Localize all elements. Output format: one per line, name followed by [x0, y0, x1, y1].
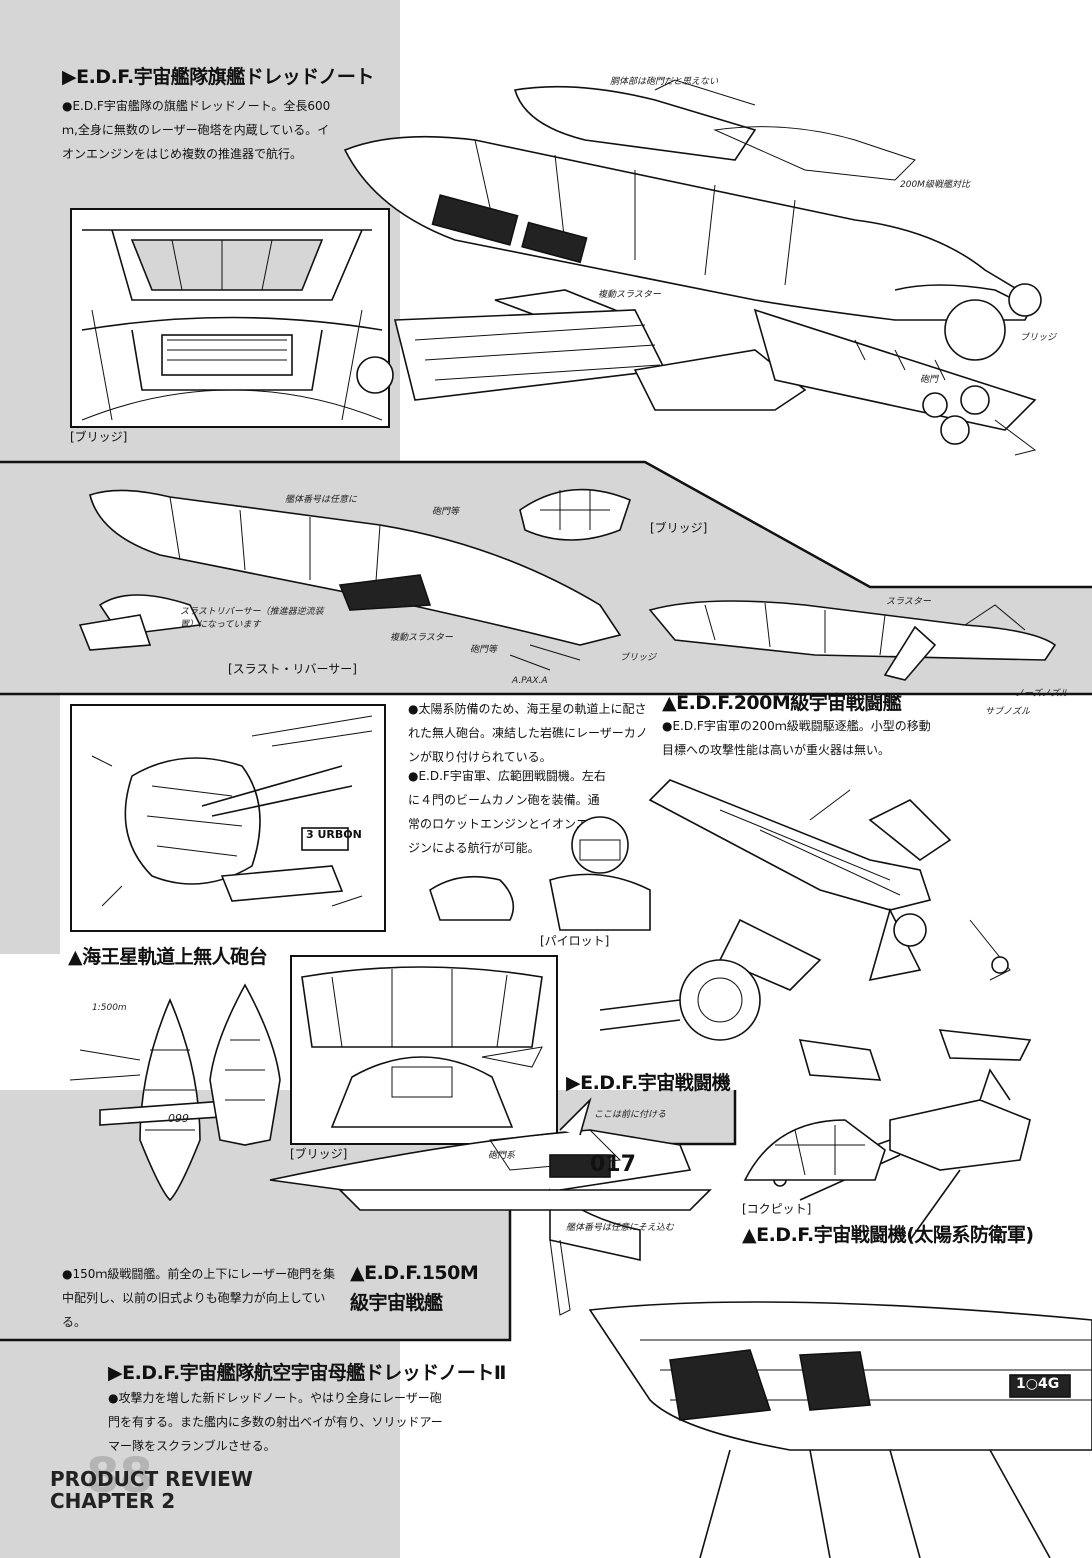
battery-sign: 3 URBON: [306, 828, 362, 841]
pilot-label: [パイロット]: [540, 934, 610, 948]
200m-title: ▲E.D.F.200M級宇宙戦闘艦: [662, 692, 902, 714]
note-sub-nozzle: サブノズル: [985, 707, 1031, 717]
dreadnought-title: ▶E.D.F.宇宙艦隊旗艦ドレッドノート: [62, 66, 374, 88]
dreadnought-ship-sketch: [343, 79, 1042, 456]
150m-hull-number: 017: [590, 1152, 636, 1177]
fighter-bridge-illustration: [290, 955, 558, 1145]
150m-front-sketch: [69, 997, 252, 1202]
note-gun-system: 砲門系: [488, 1151, 516, 1161]
dreadnought2-sketch: [588, 1301, 1092, 1558]
footer-chapter: CHAPTER 2: [50, 1489, 176, 1513]
note-thruster: 複動スラスター: [598, 290, 661, 300]
cockpit-label: [コクピット]: [742, 1202, 812, 1216]
note-gun-etc-2: 砲門等: [470, 645, 498, 655]
dreadnought-caption: ●E.D.F宇宙艦隊の旗艦ドレッドノート。全長600ｍ,全身に無数のレーザー砲塔…: [62, 99, 331, 161]
note-scale: 1:500m: [92, 1003, 127, 1013]
200m-ship-sketch: [648, 600, 1057, 681]
fighter-caption: ●E.D.F宇宙軍、広範囲戦闘機。左右に４門のビームカノン砲を装備。通常のロケッ…: [408, 769, 606, 855]
150m-title-line1: ▲E.D.F.150M: [350, 1262, 479, 1284]
150m-side-number: 099: [168, 1112, 189, 1125]
solar-fighter-title: ▲E.D.F.宇宙戦闘機(太陽系防衛軍): [742, 1224, 1034, 1246]
battery-title: ▲海王星軌道上無人砲台: [68, 946, 268, 968]
dreadnought-bridge-illustration: [70, 208, 390, 428]
thrust-reverser-label: [スラスト・リバーサー]: [228, 662, 357, 676]
note-hull-number-2: 艦体番号は任意にそえ込む: [566, 1223, 674, 1233]
gray-panel-bottom-left: [0, 1340, 400, 1558]
note-apax: A.PAX.A: [512, 676, 548, 686]
note-gun-ports: 胴体部は砲門だと思えない: [610, 77, 719, 87]
dreadnought2-title: ▶E.D.F.宇宙艦隊航空宇宙母艦ドレッドノートⅡ: [108, 1362, 506, 1384]
note-200m-compare: 200M級戦艦対比: [900, 180, 970, 190]
note-thruster-3: スラスター: [886, 597, 931, 607]
bridge-label-2: [ブリッジ]: [650, 521, 708, 535]
note-gun-port: 砲門: [920, 375, 939, 385]
note-bridge: ブリッジ: [1020, 333, 1057, 343]
200m-caption: ●E.D.F宇宙軍の200ｍ級戦闘駆逐艦。小型の移動目標への攻撃性能は高いが重火…: [662, 719, 931, 757]
pilot-sketch: [429, 816, 651, 931]
note-thruster-2: 複動スラスター: [390, 633, 453, 643]
note-hull-number: 艦体番号は任意に: [285, 495, 358, 505]
note-nose-nozzle: ノーズノズル: [1015, 689, 1069, 699]
solar-fighter-sketch: [773, 1029, 1032, 1241]
150m-title-line2: 級宇宙戦艦: [350, 1292, 443, 1314]
note-front-attach: ここは前に付ける: [594, 1110, 667, 1120]
bridge-closeup-sketch: [519, 488, 631, 541]
bridge-interior-sketch: [81, 229, 383, 421]
page-number: 88: [86, 1448, 153, 1504]
battery-sketch: [91, 715, 373, 907]
note-bridge-2: ブリッジ: [620, 653, 657, 663]
bridge-label-1: [ブリッジ]: [70, 430, 128, 444]
dreadnought-side-sketch: [78, 489, 622, 671]
150m-side-sketch: [209, 983, 281, 1146]
neptune-battery-illustration: 3 URBON: [70, 704, 386, 932]
150m-ship-sketch: [269, 1097, 712, 1316]
note-gun-etc: 砲門等: [432, 507, 460, 517]
fighter-cockpit-sketch: [301, 966, 543, 1128]
gray-panel-left-mid: [0, 694, 60, 954]
dreadnought2-caption: ●攻撃力を増した新ドレッドノート。やはり全身にレーザー砲門を有する。また艦内に多…: [108, 1391, 443, 1453]
cockpit-sketch: [743, 1119, 886, 1181]
150m-caption: ●150ｍ級戦闘艦。前全の上下にレーザー砲門を集中配列し、以前の旧式よりも砲撃力…: [62, 1267, 336, 1329]
footer-product-review: PRODUCT REVIEW: [50, 1467, 253, 1491]
fighter-title: ▶E.D.F.宇宙戦闘機: [566, 1072, 731, 1094]
fighter-sketch: [599, 779, 1011, 1041]
bridge-label-3: [ブリッジ]: [290, 1147, 348, 1161]
note-thrust-reverser: スラストリバーサー（推進器逆流装置）になっています: [180, 607, 324, 630]
battery-caption: ●太陽系防備のため、海王星の軌道上に配された無人砲台。凍結した岩礁にレーザーカノ…: [408, 702, 648, 764]
dreadnought2-hull-mark: 1○4G: [1016, 1376, 1060, 1392]
